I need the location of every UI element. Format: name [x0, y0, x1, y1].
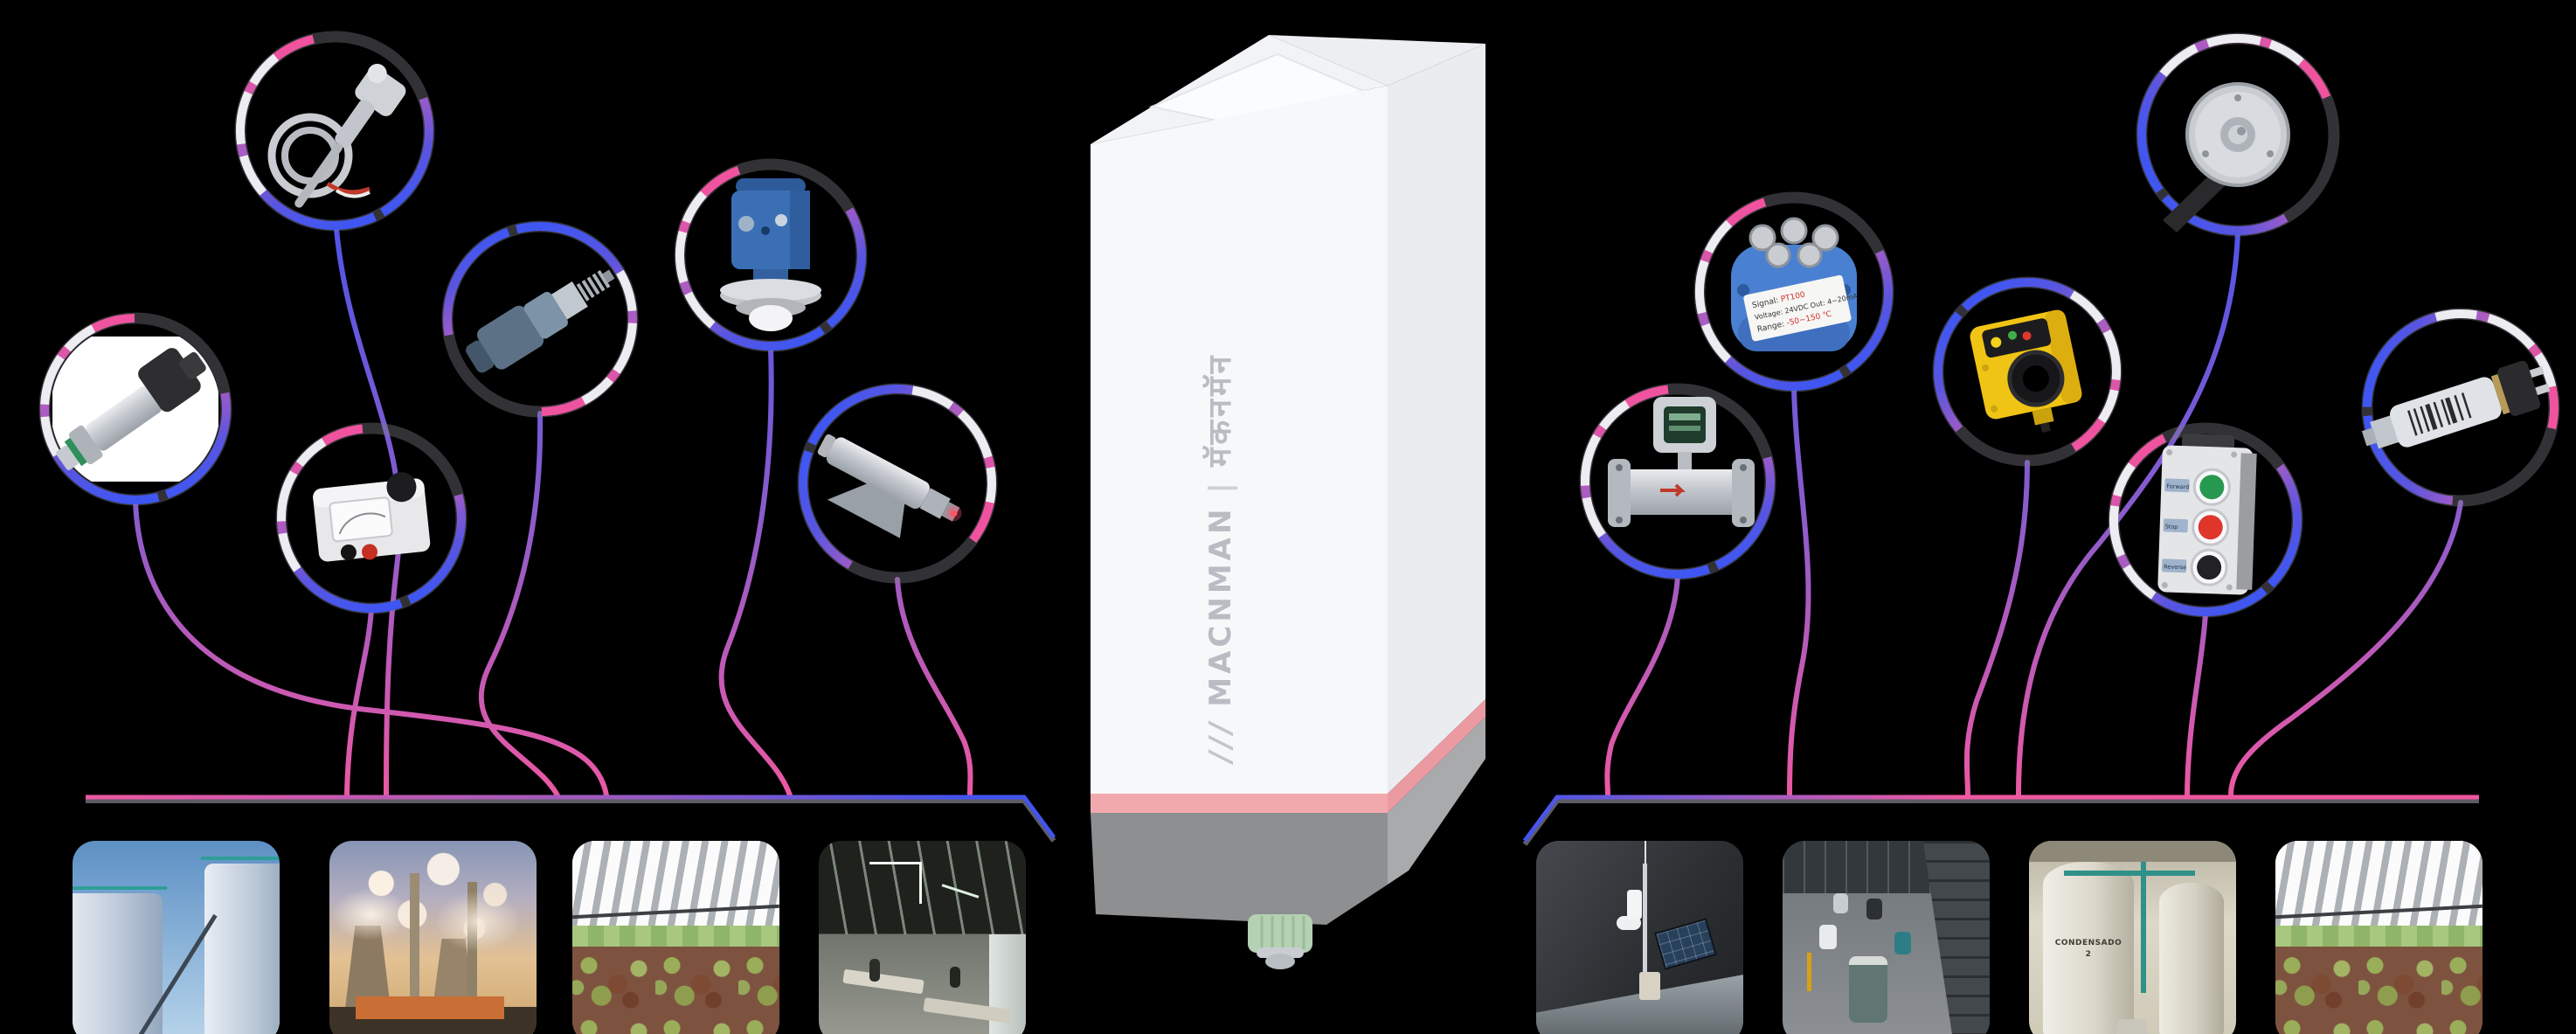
signal-calibrator-icon: [313, 472, 431, 562]
pressure-transmitter-icon: [52, 337, 218, 482]
pressure-transducer-icon: [2361, 360, 2551, 449]
temperature-transmitter-icon: Signal: PT100 Voltage: 24VDC Out: 4~20mA…: [1731, 217, 1859, 351]
connector-line: [895, 577, 973, 798]
scene-power-plant: [329, 841, 537, 1034]
gateway-brand-text: ///MACNMAN|मॅकनमॅन: [1201, 352, 1238, 766]
scene-greenhouse-2: [2275, 841, 2483, 1034]
connector-lines: [133, 226, 2463, 798]
connector-line: [2228, 500, 2463, 798]
pressure-sensor-icon: [466, 269, 615, 373]
tank-number: 2: [2085, 950, 2092, 959]
connector-line: [1963, 460, 2030, 798]
svg-text:Stop: Stop: [2165, 523, 2178, 531]
scene-condensate-tanks: CONDENSADO 2: [2029, 841, 2236, 1034]
photoelectric-sensor-icon: [1970, 309, 2082, 434]
gateway-side-face: [1388, 44, 1485, 794]
gateway-accent-band: [1091, 794, 1388, 813]
gateway-base-side: [1388, 717, 1485, 885]
gateway-roof-right: [1269, 35, 1485, 86]
connector-line: [718, 345, 793, 798]
rotary-encoder-icon: [2163, 82, 2290, 232]
connector-line: [2185, 611, 2208, 798]
gateway-accent-band-side: [1388, 699, 1485, 813]
gateway-base-front: [1091, 813, 1388, 925]
cable-gland-icon: [1248, 914, 1312, 969]
scene-storage-tanks: [73, 841, 280, 1034]
connector-line: [1787, 385, 1811, 798]
scene-office: [819, 841, 1026, 1034]
scene-greenhouse: [572, 841, 779, 1034]
scene-weather-station: [1536, 841, 1743, 1034]
infrared-pyrometer-icon: [817, 434, 962, 538]
radar-level-transmitter-icon: [720, 178, 821, 331]
right-bus-line: [1522, 795, 2479, 843]
tank-label: CONDENSADO: [2054, 938, 2122, 947]
bus-lines: [86, 795, 2479, 846]
scene-city-traffic: [1783, 841, 1990, 1034]
flow-meter-icon: [1608, 397, 1755, 527]
gateway-device: ///MACNMAN|मॅकनमॅन: [1091, 35, 1485, 969]
left-bus-line: [86, 795, 1056, 839]
gateway-front-face: [1091, 86, 1388, 794]
svg-text:Reverse: Reverse: [2164, 563, 2186, 571]
svg-text:Forward: Forward: [2166, 482, 2189, 490]
connector-line: [133, 499, 609, 798]
sensor-rings: [38, 31, 2560, 618]
connector-line: [344, 607, 374, 798]
connector-line: [2016, 230, 2240, 798]
thermocouple-icon: [267, 63, 406, 208]
connector-line: [1604, 573, 1680, 798]
connector-line: [478, 411, 560, 798]
push-button-station-icon: Forward Stop Reverse: [2157, 434, 2257, 595]
